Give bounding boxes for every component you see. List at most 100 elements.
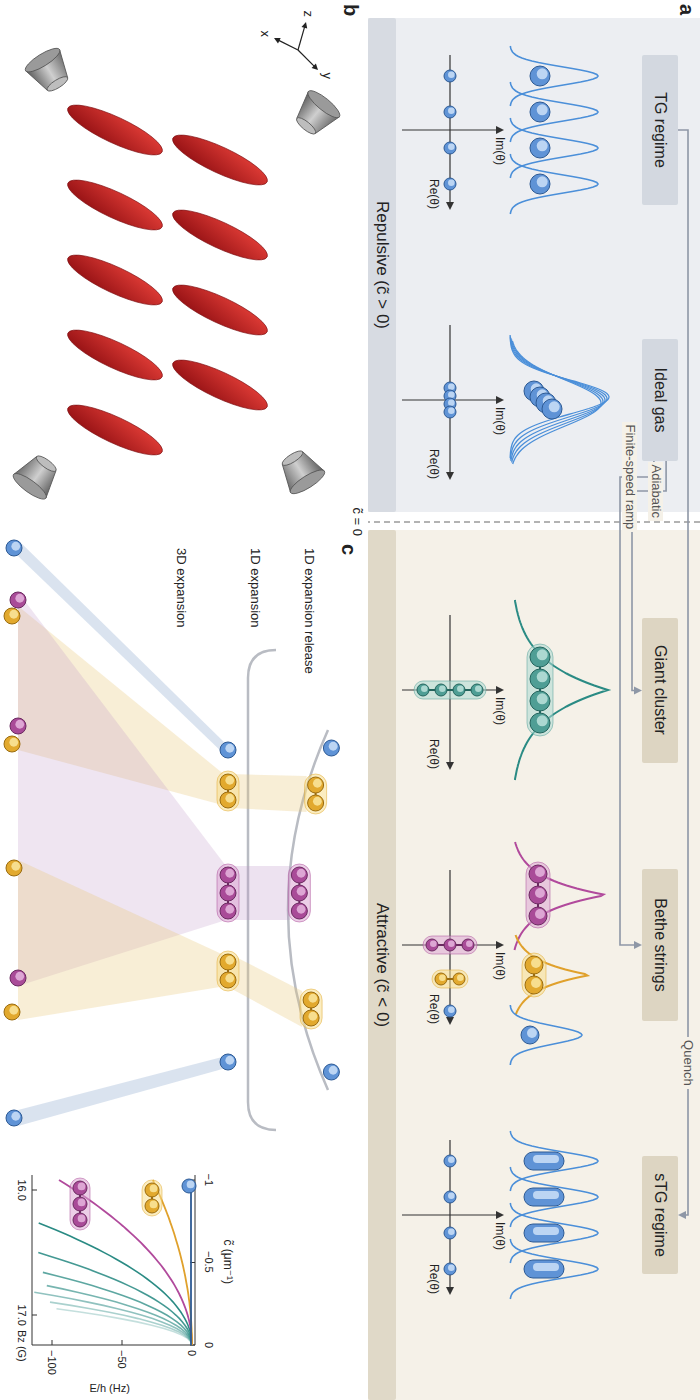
plane-axis-label: Im(θ) xyxy=(492,1222,506,1250)
particle xyxy=(4,1004,20,1020)
arrowhead xyxy=(446,1017,454,1025)
particle-highlight xyxy=(11,1112,20,1121)
particle xyxy=(220,972,236,988)
bound-halo xyxy=(217,951,239,991)
atom-tube xyxy=(62,246,167,314)
particle xyxy=(6,540,22,556)
energy-curve xyxy=(34,1292,192,1345)
particle xyxy=(291,903,307,919)
particle-highlight xyxy=(439,685,446,692)
particle xyxy=(444,142,456,154)
particle xyxy=(220,903,236,919)
particle xyxy=(435,973,447,985)
arrowhead xyxy=(634,687,642,695)
arrowhead xyxy=(496,396,504,404)
particle xyxy=(453,973,465,985)
particle xyxy=(417,684,429,696)
particle-highlight xyxy=(9,1006,18,1015)
expansion-beam xyxy=(230,954,302,1027)
plane-axis-label: Re(θ) xyxy=(426,449,440,479)
particle xyxy=(6,860,22,876)
particle xyxy=(4,736,20,752)
particle-highlight xyxy=(225,744,234,753)
particle-highlight xyxy=(537,68,548,79)
axis-title: c̃ (μm⁻¹) xyxy=(220,1240,234,1285)
axis-name: y xyxy=(319,73,334,80)
particle xyxy=(444,406,456,418)
edge-label: Quench xyxy=(681,1037,696,1089)
particle xyxy=(145,1199,159,1213)
particle xyxy=(530,174,550,194)
particle-highlight xyxy=(537,715,548,726)
beam-optic xyxy=(22,44,76,97)
cone-face xyxy=(280,448,305,468)
particle-highlight xyxy=(448,107,455,114)
cone-face xyxy=(305,87,344,122)
particle-highlight xyxy=(448,399,455,406)
tick-label: −0.5 xyxy=(202,1251,215,1273)
bond xyxy=(423,689,477,691)
bound-halo xyxy=(217,771,239,811)
particle-highlight xyxy=(448,1192,455,1199)
bound-halo xyxy=(414,681,486,699)
particle-highlight xyxy=(78,1199,86,1207)
atom-tube xyxy=(62,396,167,464)
atom-tube xyxy=(167,276,272,344)
tick xyxy=(122,1340,123,1345)
particle-highlight xyxy=(225,956,234,965)
particle-highlight xyxy=(537,140,548,151)
particle xyxy=(220,792,236,808)
particle xyxy=(303,1010,319,1026)
energy-curve xyxy=(59,1180,192,1345)
axis-name: z xyxy=(300,11,315,18)
particle-highlight xyxy=(533,1227,559,1235)
particle xyxy=(524,1260,564,1278)
particle-highlight xyxy=(225,776,234,785)
particle-highlight xyxy=(448,391,455,398)
particle-highlight xyxy=(225,974,234,983)
particle-highlight xyxy=(448,383,455,390)
particle xyxy=(73,1181,87,1195)
wavefunction xyxy=(510,118,598,178)
regime-title: Bethe strings xyxy=(651,898,669,991)
energy-curve xyxy=(38,1253,192,1345)
wavefunction xyxy=(512,341,601,464)
atom-tube xyxy=(62,321,167,389)
particle-highlight xyxy=(15,594,24,603)
particle xyxy=(323,740,339,756)
particle-highlight xyxy=(297,905,306,914)
axes-gizmo xyxy=(274,22,318,70)
particle xyxy=(426,939,438,951)
particle xyxy=(530,669,550,689)
plot-axis xyxy=(195,1175,196,1345)
axis-line xyxy=(298,27,305,50)
band-title: Repulsive (c̃ > 0) xyxy=(372,201,392,329)
particle-highlight xyxy=(297,869,306,878)
stage-label: 1D expansion release xyxy=(301,548,316,674)
particle-highlight xyxy=(308,1012,317,1021)
arrowhead xyxy=(302,22,308,29)
particle-highlight xyxy=(430,940,437,947)
atom-tube xyxy=(167,126,272,194)
beam-optic xyxy=(273,444,327,497)
particle-highlight xyxy=(448,179,455,186)
particle-highlight xyxy=(15,972,24,981)
plane-axis-label: Im(θ) xyxy=(492,137,506,165)
plane-axis-label: Im(θ) xyxy=(492,952,506,980)
repulsive-panel xyxy=(368,18,700,512)
tick xyxy=(32,1190,37,1191)
particle xyxy=(220,742,236,758)
cone-face xyxy=(10,470,49,503)
bound-halo xyxy=(423,936,477,954)
arrowhead xyxy=(496,1211,504,1219)
particle-highlight xyxy=(78,1215,86,1223)
particle-highlight xyxy=(78,1183,86,1191)
regime-title: Giant cluster xyxy=(651,645,669,735)
particle xyxy=(453,684,465,696)
particle-highlight xyxy=(329,742,338,751)
bound-halo xyxy=(305,774,327,814)
arrowhead xyxy=(496,686,504,694)
interaction-band: Repulsive (c̃ > 0) xyxy=(368,18,396,512)
particle xyxy=(542,399,562,419)
wavefunction xyxy=(510,337,607,460)
